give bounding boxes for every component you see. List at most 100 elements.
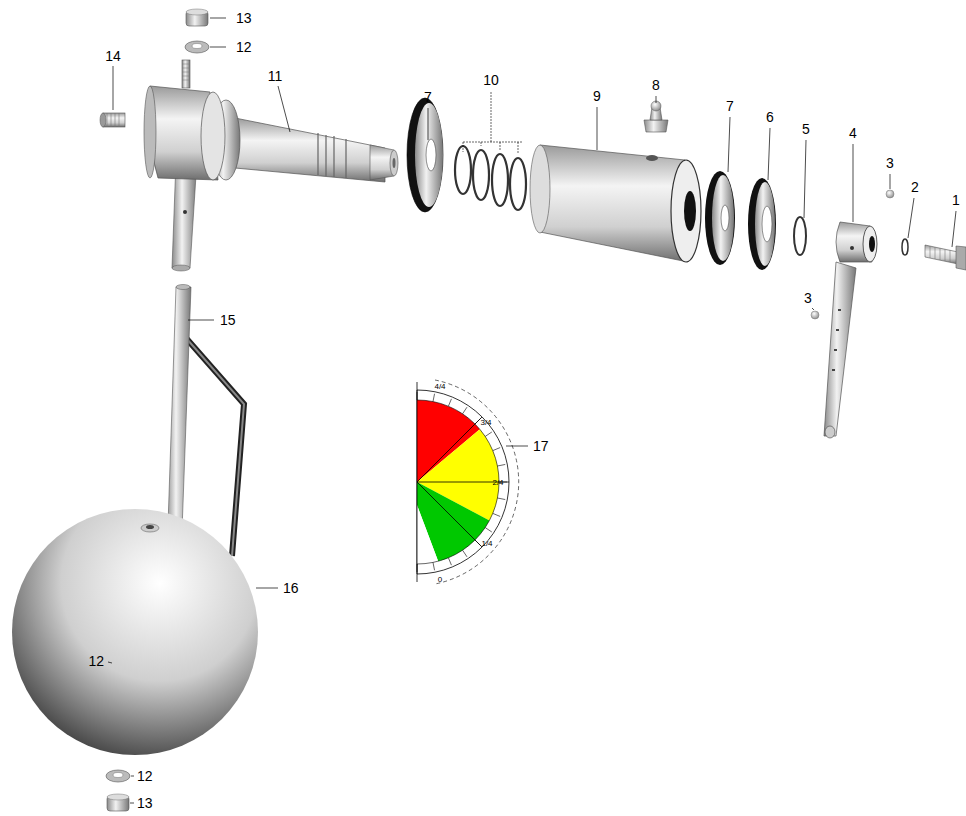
level-gauge-part-part — [497, 464, 505, 466]
ball — [811, 311, 819, 319]
callout-number: 17 — [533, 438, 549, 454]
level-gauge-part-part — [485, 432, 492, 436]
level-gauge-part — [417, 417, 509, 547]
level-gauge-part — [417, 382, 418, 582]
ball — [886, 190, 894, 198]
level-gauge-part-part — [493, 513, 500, 516]
callout-number: 12 — [88, 653, 104, 669]
leader-line-part — [130, 803, 134, 804]
shaft-housing-part — [235, 118, 385, 182]
leader-line — [108, 18, 956, 803]
callout-number: 10 — [483, 72, 499, 88]
shaft-housing-part — [144, 86, 156, 178]
nut-part — [186, 9, 208, 15]
set-screw — [100, 113, 125, 127]
bolt-part — [930, 246, 950, 262]
callout-number: 13 — [137, 795, 153, 811]
lever — [824, 222, 877, 438]
float-ball-part — [12, 509, 258, 755]
washer — [185, 41, 209, 53]
bushing-part — [530, 145, 550, 233]
set-screw-part — [103, 113, 125, 127]
level-gauge-part-part — [433, 394, 435, 402]
leader-line-part — [428, 108, 429, 140]
o-ring-part — [473, 150, 489, 200]
o-ring-part — [510, 158, 526, 210]
set-screw-part — [100, 113, 106, 127]
callout-number: 4 — [849, 125, 857, 141]
leader-line-part — [131, 776, 134, 777]
level-gauge-part — [417, 482, 438, 564]
shaft-housing-part — [318, 133, 346, 178]
shaft-housing-part — [393, 158, 396, 168]
washer — [748, 178, 776, 270]
washer-part — [113, 773, 123, 778]
washer-part — [712, 175, 734, 261]
leader-line-part — [108, 662, 112, 663]
float-ball-part — [146, 525, 154, 529]
scale-label: 4/4 — [434, 382, 445, 391]
washer-part — [415, 103, 443, 207]
bushing-part — [646, 155, 658, 161]
callout-number: 7 — [424, 89, 432, 105]
callout-number: 9 — [593, 88, 601, 104]
leader-line-part — [728, 117, 730, 172]
callout-number: 8 — [652, 77, 660, 93]
level-gauge-part-part — [433, 562, 435, 570]
leader-line-part — [656, 96, 657, 103]
level-gauge-part-part — [448, 558, 451, 565]
callout-number: 12 — [137, 768, 153, 784]
leader-line-part — [768, 128, 770, 180]
callout-number: 11 — [268, 68, 283, 84]
washer-part — [426, 139, 436, 171]
callout-number: 1 — [952, 192, 960, 208]
grease-fitting-part — [644, 120, 668, 132]
bushing-part — [671, 160, 701, 262]
level-gauge-part-part — [448, 399, 451, 406]
arm-stub-part — [172, 265, 190, 271]
leader-line-part — [113, 66, 114, 110]
o-ring-part — [455, 146, 471, 194]
washer-part — [192, 44, 202, 49]
float-ball — [12, 509, 258, 755]
leader-line-part — [506, 446, 528, 447]
shaft-housing-part — [182, 60, 190, 88]
level-gauge-part — [417, 392, 507, 572]
bolt-part — [956, 246, 966, 270]
level-gauge-part-part — [463, 407, 467, 414]
callout-number: 3 — [804, 290, 812, 306]
scale-label: 3/4 — [480, 418, 491, 427]
washer-part — [185, 41, 209, 53]
level-gauge-part-part — [475, 418, 481, 424]
lever-part — [832, 310, 841, 370]
level-gauge-part — [417, 390, 509, 574]
leader-line-part — [210, 47, 226, 48]
callout-number: 5 — [802, 121, 810, 137]
nut — [186, 9, 208, 26]
leader-line-part — [804, 140, 806, 218]
grease-fitting — [644, 101, 668, 132]
leader-line-part — [278, 86, 290, 132]
washer-part — [762, 206, 772, 242]
leader-line-part — [908, 198, 914, 238]
level-gauge-part-part — [493, 448, 500, 451]
washer-part — [106, 770, 130, 782]
callout-number: 6 — [766, 109, 774, 125]
bracket — [463, 92, 522, 154]
leader-line-part — [210, 18, 226, 19]
bushing-part — [533, 145, 688, 262]
o-ring — [455, 146, 526, 210]
shaft-housing — [144, 60, 398, 182]
shaft-housing-part — [182, 64, 190, 80]
level-gauge-part-part — [417, 564, 418, 572]
nut — [107, 794, 129, 811]
callout-number: 14 — [105, 48, 121, 64]
nut-part — [107, 794, 129, 800]
leader-line-part — [188, 320, 214, 321]
level-gauge-part-part — [417, 392, 418, 400]
arm-stub-part — [183, 210, 187, 214]
bolt-part — [925, 245, 958, 264]
callout-number: 15 — [220, 312, 236, 328]
